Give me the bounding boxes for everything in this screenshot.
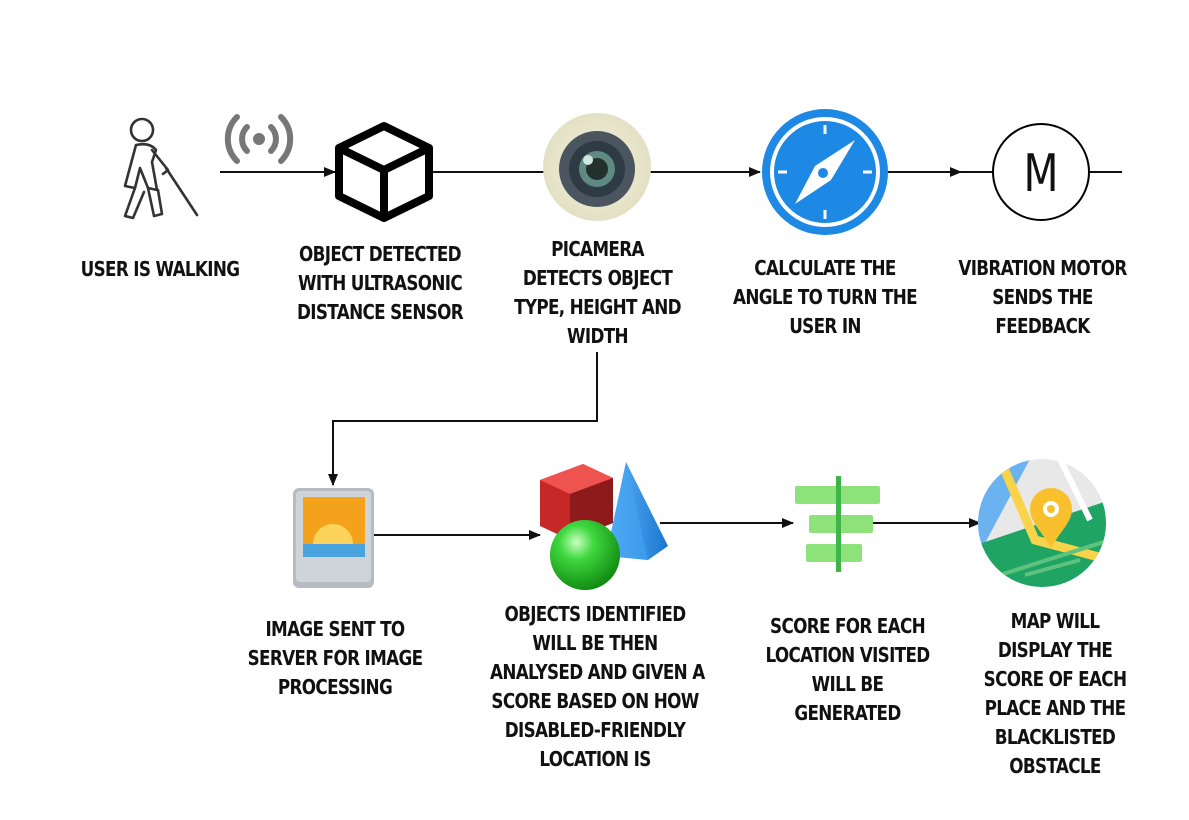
label-line: WILL BE THEN xyxy=(532,631,658,655)
label-line: SCORE OF EACH xyxy=(983,667,1127,691)
label-map-display: MAP WILL DISPLAY THE SCORE OF EACH PLACE AN… xyxy=(975,607,1135,781)
label-line: SCORE BASED ON HOW xyxy=(491,689,699,713)
label-line: USER IS WALKING xyxy=(80,257,240,281)
camera-lens-icon xyxy=(543,113,651,221)
label-line: GENERATED xyxy=(794,701,901,725)
motor-icon: M xyxy=(992,123,1090,221)
label-line: SENDS THE xyxy=(992,285,1093,309)
label-line: DISTANCE SENSOR xyxy=(296,300,464,324)
label-line: SCORE FOR EACH xyxy=(770,614,926,638)
label-vibration-motor: VIBRATION MOTOR SENDS THE FEEDBACK xyxy=(952,254,1133,341)
label-line: OBJECT DETECTED xyxy=(299,242,462,266)
label-line: OBJECTS IDENTIFIED xyxy=(504,602,686,626)
blind-person-with-cane-icon xyxy=(123,117,199,220)
label-line: LOCATION IS xyxy=(539,747,651,771)
label-line: SERVER FOR IMAGE xyxy=(247,646,423,670)
label-user-walking: USER IS WALKING xyxy=(76,255,244,284)
label-line: PLACE AND THE xyxy=(984,696,1126,720)
label-image-sent: IMAGE SENT TO SERVER FOR IMAGE PROCESSING xyxy=(243,615,428,702)
map-pin-icon xyxy=(978,459,1106,587)
label-objects-identified: OBJECTS IDENTIFIED WILL BE THEN ANALYSED A… xyxy=(490,600,705,774)
label-line: PROCESSING xyxy=(277,675,393,699)
cube-icon xyxy=(335,122,433,222)
label-picamera: PICAMERA DETECTS OBJECT TYPE, HEIGHT AND WI… xyxy=(503,235,692,351)
connectors xyxy=(220,167,1122,540)
label-line: OBSTACLE xyxy=(1009,754,1101,778)
arrow-camera-to-image xyxy=(328,352,598,486)
label-line: CALCULATE THE xyxy=(754,256,896,280)
compass-icon xyxy=(762,109,888,235)
label-line: MAP WILL xyxy=(1010,609,1100,633)
label-score-generated: SCORE FOR EACH LOCATION VISITED WILL BE GEN… xyxy=(757,612,938,728)
3d-shapes-icon xyxy=(540,462,668,590)
motor-letter: M xyxy=(1024,143,1059,203)
label-line: VIBRATION MOTOR xyxy=(958,256,1127,280)
label-line: BLACKLISTED xyxy=(994,725,1116,749)
label-object-detected: OBJECT DETECTED WITH ULTRASONIC DISTANCE S… xyxy=(288,240,473,327)
score-bars-icon xyxy=(795,476,880,572)
label-line: FEEDBACK xyxy=(995,314,1090,338)
label-line: USER IN xyxy=(789,314,861,338)
image-photo-icon xyxy=(293,488,374,588)
label-line: ANGLE TO TURN THE xyxy=(732,285,918,309)
label-line: DISPLAY THE xyxy=(997,638,1113,662)
label-line: WITH ULTRASONIC xyxy=(297,271,463,295)
label-line: WILL BE xyxy=(811,672,884,696)
label-line: PICAMERA xyxy=(551,237,644,261)
label-line: LOCATION VISITED xyxy=(765,643,930,667)
label-line: TYPE, HEIGHT AND xyxy=(514,295,682,319)
label-line: DETECTS OBJECT xyxy=(522,266,673,290)
label-line: DISABLED-FRIENDLY xyxy=(504,718,686,742)
label-line: IMAGE SENT TO xyxy=(265,617,405,641)
label-line: ANALYSED AND GIVEN A xyxy=(490,660,705,684)
label-calculate-angle: CALCULATE THE ANGLE TO TURN THE USER IN xyxy=(728,254,921,341)
label-line: WIDTH xyxy=(567,324,629,348)
wireless-signal-icon xyxy=(224,114,294,164)
